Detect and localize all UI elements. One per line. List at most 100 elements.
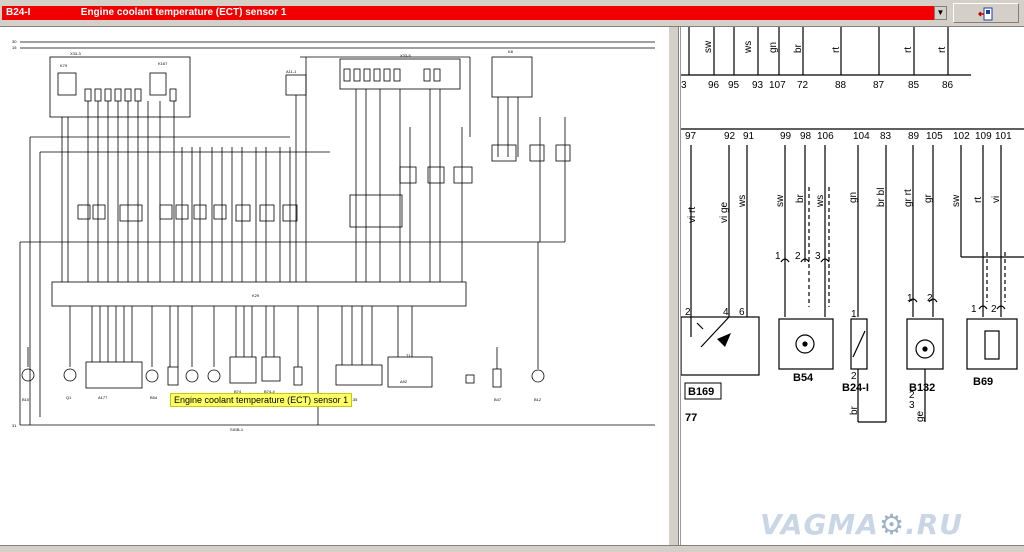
top-wire-label: sw [703,40,714,53]
mid-pin-label: 83 [880,131,892,142]
svg-text:A177: A177 [98,395,108,400]
svg-text:A92: A92 [400,379,408,384]
top-pin-label: 95 [728,80,740,91]
top-pin-label: 3 [681,80,687,91]
mid-pin-label: 89 [908,131,920,142]
pane-splitter[interactable] [668,27,679,545]
svg-text:15: 15 [12,45,17,50]
mid-pin-label: 98 [800,131,812,142]
dropdown-button[interactable]: ▼ [934,6,947,20]
component-title: Engine coolant temperature (ECT) sensor … [80,7,287,18]
mid-pin-label: 101 [995,131,1012,142]
sensor-pin: 6 [739,307,745,318]
wire-color-label: sw [951,194,962,207]
top-pin-label: 72 [797,80,809,91]
component-label: B24-I [842,382,869,394]
svg-text:B54: B54 [150,395,158,400]
svg-text:X33-5: X33-5 [400,53,411,58]
bottom-wire-label: 3 [909,400,915,411]
svg-text:B74-4: B74-4 [264,389,275,394]
top-pin-label: 88 [835,80,847,91]
detail-diagram-pane[interactable]: sw ws gn br rt rt rt 3 96 95 93 107 72 8… [680,27,1024,545]
wire-color-label: gr rt [903,189,914,207]
component-code: B24-I [6,7,31,18]
mid-pin-label: 97 [685,131,697,142]
bottom-wire-label: br [849,405,860,415]
mid-pin-label: 92 [724,131,736,142]
chevron-down-icon: ▼ [936,8,945,17]
top-pin-label: 96 [708,80,720,91]
mid-pin-label: 102 [953,131,970,142]
exit-door-icon [977,7,993,21]
mid-pin-label: 99 [780,131,792,142]
mid-pin-label: 109 [975,131,992,142]
status-bar [0,545,1024,552]
svg-text:Q1: Q1 [66,395,72,400]
top-pin-label: 85 [908,80,920,91]
sensor-pin: 3 [815,251,821,262]
wire-color-label: br bl [876,188,887,207]
top-wire-label: gn [768,42,779,53]
watermark: VAGMA⚙.RU [760,508,963,541]
sensor-pin: 2 [991,304,997,315]
wire-color-label: ws [737,195,748,208]
top-wire-label: rt [903,47,914,53]
wire-color-label: br [795,193,806,203]
sensor-pin: 2 [927,293,933,304]
mid-pin-label: 104 [853,131,870,142]
top-wire-label: ws [743,41,754,54]
mid-pin-label: 106 [817,131,834,142]
svg-text:B12: B12 [534,397,542,402]
detail-wiring-diagram: sw ws gn br rt rt rt 3 96 95 93 107 72 8… [680,27,1024,424]
svg-text:30: 30 [12,39,17,44]
sensor-pin: 2 [685,307,691,318]
mid-pin-label: 91 [743,131,755,142]
bottom-wire-label: ge [915,410,926,422]
top-wire-label: br [793,43,804,53]
component-label: 77 [685,412,697,424]
title-bar: B24-I Engine coolant temperature (ECT) s… [0,0,1024,27]
svg-text:K29: K29 [252,293,260,298]
svg-text:B135: B135 [348,397,358,402]
wire-color-label: vi [991,196,1002,203]
sensor-pin: 4 [723,307,729,318]
wire-color-label: ws [815,195,826,208]
top-pin-label: 86 [942,80,954,91]
gear-icon: ⚙ [878,508,906,541]
top-pin-label: 87 [873,80,885,91]
svg-text:K8: K8 [508,49,514,54]
sensor-pin: 1 [851,309,857,320]
wire-color-label: gn [848,192,859,203]
svg-text:K167: K167 [158,61,168,66]
top-pin-label: 93 [752,80,764,91]
wire-color-label: vi rt [687,207,698,223]
top-wire-label: rt [831,47,842,53]
wire-color-label: rt [973,197,984,203]
svg-text:A11-1: A11-1 [286,69,297,74]
wire-color-label: sw [775,194,786,207]
top-wire-label: rt [937,47,948,53]
svg-text:B47: B47 [494,397,502,402]
svg-text:B10: B10 [22,397,30,402]
top-pin-label: 107 [769,80,786,91]
exit-button[interactable] [953,3,1019,23]
svg-text:B74: B74 [234,389,242,394]
sensor-pin: 1 [971,304,977,315]
svg-text:T1: T1 [406,353,411,358]
sensor-pin: 2 [851,371,857,382]
svg-text:SIGB-1: SIGB-1 [230,427,244,432]
svg-text:K79: K79 [60,63,68,68]
sensor-pin: 2 [795,251,801,262]
sensor-pin: 1 [907,293,913,304]
svg-text:31: 31 [12,423,17,428]
wire-color-label: vi ge [719,201,730,223]
sensor-pin: 1 [775,251,781,262]
mid-pin-label: 105 [926,131,943,142]
component-selector[interactable]: B24-I Engine coolant temperature (ECT) s… [2,6,947,20]
component-label: B54 [793,372,814,384]
component-label: B69 [973,376,993,388]
component-tooltip: Engine coolant temperature (ECT) sensor … [170,393,353,407]
bottom-wire-label: 2 [909,390,915,401]
